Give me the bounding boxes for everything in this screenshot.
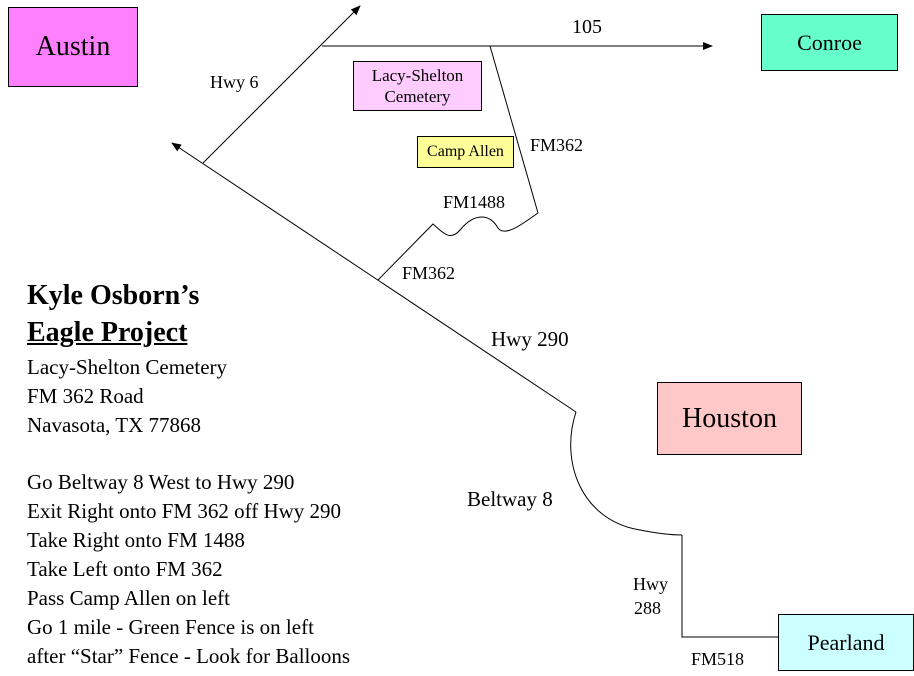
cemetery-box: Lacy-Shelton Cemetery bbox=[353, 61, 482, 111]
houston-label: Houston bbox=[682, 402, 777, 434]
camp-allen-box: Camp Allen bbox=[417, 136, 514, 168]
pearland-label: Pearland bbox=[807, 629, 885, 655]
address-line-1: Lacy-Shelton Cemetery bbox=[27, 355, 228, 379]
project-subtitle: Eagle Project bbox=[27, 317, 188, 348]
beltway8-label: Beltway 8 bbox=[467, 487, 553, 511]
fm362-north-label: FM362 bbox=[530, 135, 584, 155]
direction-step-5: Pass Camp Allen on left bbox=[27, 586, 230, 610]
project-title: Kyle Osborn’s bbox=[27, 280, 200, 311]
address-line-3: Navasota, TX 77868 bbox=[27, 413, 201, 437]
conroe-box: Conroe bbox=[761, 14, 898, 71]
fm518-label: FM518 bbox=[691, 649, 745, 669]
hwy105-label: 105 bbox=[572, 16, 602, 38]
hwy288-label-line2: 288 bbox=[634, 598, 661, 618]
direction-step-6: Go 1 mile - Green Fence is on left bbox=[27, 615, 314, 639]
beltway8-road bbox=[570, 411, 683, 536]
hwy6-label: Hwy 6 bbox=[210, 72, 259, 92]
direction-step-7: after “Star” Fence - Look for Balloons bbox=[27, 644, 351, 668]
fm362-north-road bbox=[489, 45, 539, 214]
pearland-box: Pearland bbox=[778, 614, 914, 671]
conroe-label: Conroe bbox=[797, 29, 862, 55]
direction-step-3: Take Right onto FM 1488 bbox=[27, 528, 245, 552]
austin-label: Austin bbox=[35, 31, 111, 62]
address-line-2: FM 362 Road bbox=[27, 384, 144, 408]
hwy290-road bbox=[171, 142, 577, 413]
camp-allen-label: Camp Allen bbox=[427, 143, 504, 160]
houston-box: Houston bbox=[657, 382, 802, 455]
fm362-mid-label: FM362 bbox=[402, 263, 456, 283]
hwy290-label: Hwy 290 bbox=[491, 327, 569, 351]
direction-step-4: Take Left onto FM 362 bbox=[27, 557, 223, 581]
hwy288-road bbox=[681, 535, 778, 638]
fm1488-road bbox=[377, 212, 539, 281]
austin-box: Austin bbox=[8, 7, 138, 87]
direction-step-2: Exit Right onto FM 362 off Hwy 290 bbox=[27, 499, 342, 523]
direction-step-1: Go Beltway 8 West to Hwy 290 bbox=[27, 470, 295, 494]
cemetery-label: Lacy-Shelton Cemetery bbox=[371, 65, 464, 106]
hwy6-road bbox=[202, 5, 361, 164]
hwy288-label-line1: Hwy bbox=[633, 574, 668, 594]
fm1488-label: FM1488 bbox=[443, 192, 506, 212]
